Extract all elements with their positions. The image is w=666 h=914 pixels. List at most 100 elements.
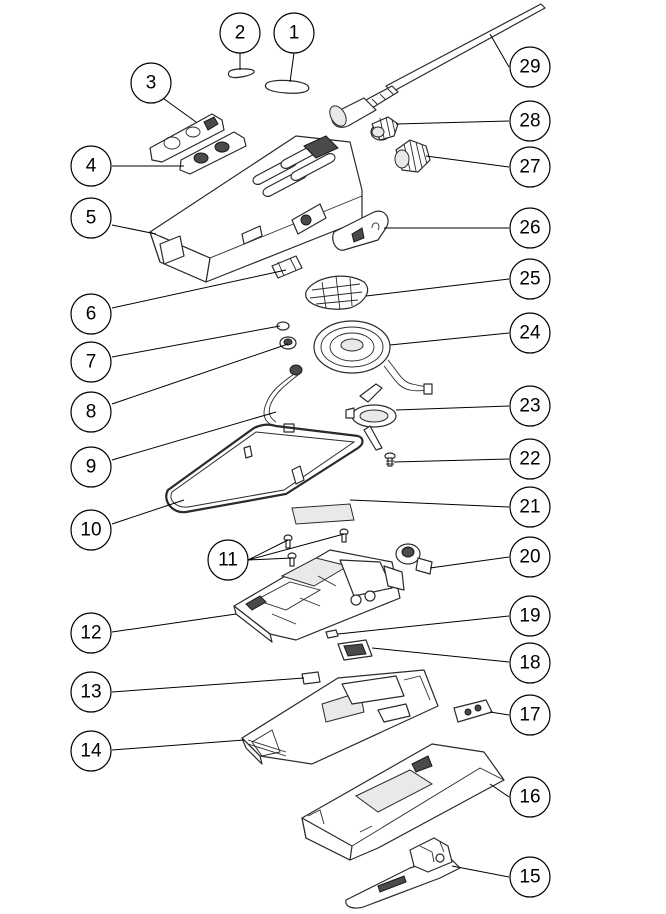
callout-11: 11 [207,539,249,581]
svg-text:6: 6 [86,304,97,325]
callout-4: 4 [70,145,112,187]
leader-15 [451,865,510,878]
speaker-retainer [345,383,397,451]
callout-3: 3 [130,62,172,104]
leader-11a [247,539,289,561]
svg-text:28: 28 [519,111,540,132]
leader-24 [389,332,510,346]
callout-28: 28 [509,100,551,142]
callout-6: 6 [70,293,112,335]
svg-text:23: 23 [519,396,540,417]
svg-text:3: 3 [146,73,157,94]
svg-text:7: 7 [86,352,97,373]
main-circuit-board [233,549,405,643]
svg-text:26: 26 [519,218,540,239]
leader-lines [111,33,510,878]
leader-13 [111,677,305,693]
svg-text:25: 25 [519,269,540,290]
svg-text:8: 8 [86,402,97,423]
side-button-cover [332,210,389,251]
svg-text:14: 14 [80,741,102,762]
battery-pack [301,743,505,861]
leader-18 [371,647,510,663]
antenna [329,3,546,128]
svg-text:17: 17 [519,705,540,726]
svg-text:20: 20 [519,547,540,568]
leader-3 [159,95,197,123]
callout-1: 1 [273,12,315,54]
leader-29 [489,33,510,68]
callout-14: 14 [70,730,112,772]
leader-11b [247,533,345,561]
microphone-with-cable [263,364,303,433]
callout-12: 12 [70,612,112,654]
leader-16 [489,783,510,798]
leader-10 [111,499,185,525]
callout-17: 17 [509,694,551,736]
leader-27 [425,155,510,168]
leader-22 [393,458,510,463]
callout-20: 20 [509,536,551,578]
small-knob [370,116,399,141]
small-chip [325,629,339,639]
callout-21: 21 [509,486,551,528]
svg-text:5: 5 [86,208,97,229]
svg-text:2: 2 [235,23,246,44]
large-knob [394,139,431,173]
side-pad [271,255,303,279]
callout-23: 23 [509,385,551,427]
small-block [301,671,321,685]
svg-text:16: 16 [519,787,540,808]
front-housing [149,135,363,283]
svg-text:24: 24 [519,323,541,344]
top-label-plate [149,113,225,163]
rf-connector [395,543,433,575]
callout-2: 2 [219,12,261,54]
thermal-pad [291,503,355,525]
callout-22: 22 [509,438,551,480]
leader-11c [247,557,293,561]
leader-7 [111,325,281,358]
board-screws [283,528,349,567]
battery-contact-block [453,699,493,723]
leader-25 [365,278,510,297]
callout-29: 29 [509,46,551,88]
callout-5: 5 [70,197,112,239]
callout-7: 7 [70,341,112,383]
svg-text:1: 1 [289,23,300,44]
belt-clip [345,837,461,909]
svg-text:12: 12 [80,623,101,644]
svg-text:11: 11 [218,550,238,571]
leader-28 [395,120,510,125]
svg-text:10: 10 [80,520,101,541]
callouts: 1 2 3 4 5 6 7 8 [70,12,551,898]
callout-13: 13 [70,671,112,713]
svg-text:13: 13 [80,682,101,703]
callout-26: 26 [509,207,551,249]
top-gasket [179,131,247,175]
leader-1 [289,52,295,83]
callout-24: 24 [509,312,551,354]
svg-text:19: 19 [519,606,540,627]
leader-14 [111,739,245,751]
small-plug [276,321,290,331]
large-rubber-pad [264,79,310,94]
leader-9 [111,411,277,461]
leader-21 [349,499,510,508]
callout-9: 9 [70,446,112,488]
callout-27: 27 [509,146,551,188]
svg-text:15: 15 [519,867,540,888]
callout-8: 8 [70,391,112,433]
leader-17 [489,711,510,716]
main-seal-gasket [165,423,364,514]
callout-25: 25 [509,258,551,300]
chassis [241,669,439,765]
speaker [313,320,433,395]
svg-text:4: 4 [86,156,97,177]
callout-18: 18 [509,642,551,684]
leader-20 [429,556,510,569]
small-rubber-pad [227,68,255,79]
speaker-grille-mesh [305,275,369,311]
